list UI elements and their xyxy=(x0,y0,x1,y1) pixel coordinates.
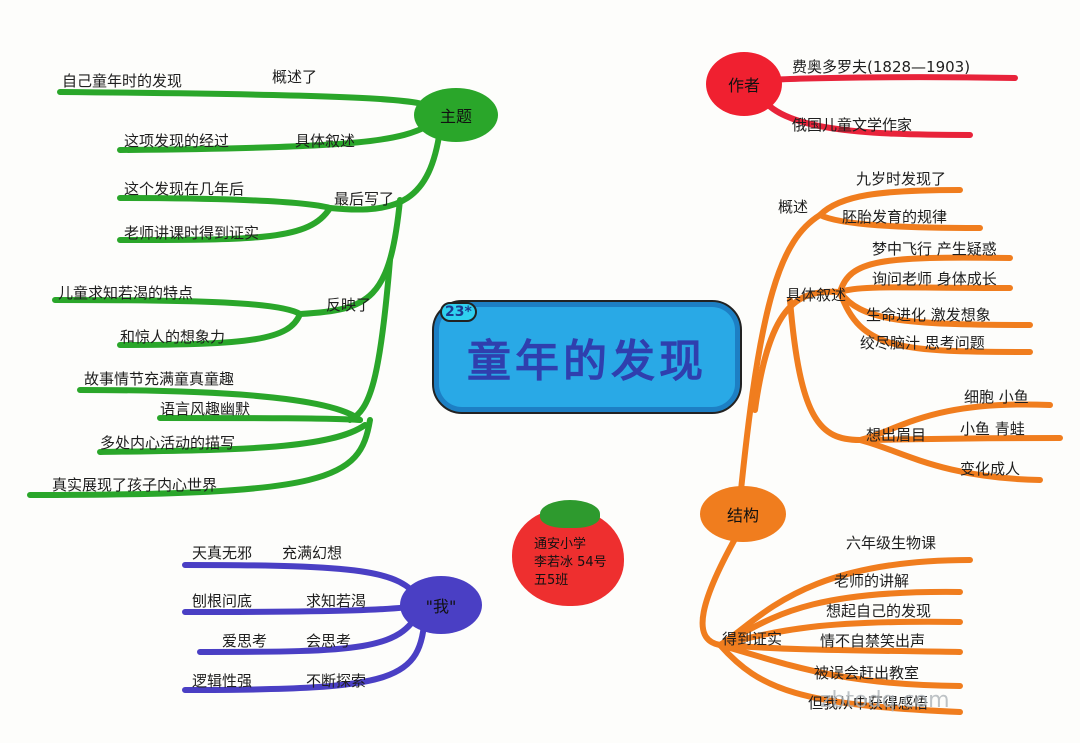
tomato-leaf-icon xyxy=(540,500,600,528)
author-card-class: 五5班 xyxy=(534,573,569,588)
structure-proof-item: 想起自己的发现 xyxy=(826,602,932,620)
central-title-box: 童年的发现 xyxy=(432,300,742,414)
me-trait-left: 爱思考 xyxy=(222,632,268,650)
structure-proof-item: 情不自禁笑出声 xyxy=(820,632,926,650)
structure-proof-item: 六年级生物课 xyxy=(846,534,937,552)
theme-reflect-item: 儿童求知若渴的特点 xyxy=(58,284,194,302)
theme-reflect-label: 反映了 xyxy=(326,296,372,314)
theme-node: 主题 xyxy=(414,88,498,142)
structure-proof-item: 老师的讲解 xyxy=(834,572,910,590)
me-trait-left: 刨根问底 xyxy=(192,592,253,610)
author-card: 通安小学 李若冰 54号 五5班 xyxy=(534,536,607,590)
structure-detail-item: 生命进化 激发想象 xyxy=(866,306,991,324)
structure-node: 结构 xyxy=(700,486,786,542)
watermark: zbtodq.com xyxy=(820,688,950,713)
me-trait-left: 逻辑性强 xyxy=(192,672,253,690)
theme-row1-right: 概述了 xyxy=(272,68,318,86)
me-node-label: "我" xyxy=(425,597,457,616)
structure-detail-item: 询问老师 身体成长 xyxy=(872,270,997,288)
theme-last-item: 这个发现在几年后 xyxy=(124,180,245,198)
author-card-school: 通安小学 xyxy=(534,537,587,552)
theme-row2-right: 具体叙述 xyxy=(295,132,356,150)
structure-idea-item: 变化成人 xyxy=(960,460,1021,478)
theme-row2-left: 这项发现的经过 xyxy=(124,132,230,150)
structure-idea-item: 小鱼 青蛙 xyxy=(960,420,1025,438)
theme-feature: 语言风趣幽默 xyxy=(160,400,251,418)
me-trait-left: 天真无邪 xyxy=(192,544,253,562)
author-card-student: 李若冰 54号 xyxy=(534,555,607,570)
structure-proof-item: 但我从中获得感悟 xyxy=(808,694,929,712)
theme-reflect-item: 和惊人的想象力 xyxy=(120,328,226,346)
theme-feature: 真实展现了孩子内心世界 xyxy=(52,476,218,494)
me-trait-right: 不断探索 xyxy=(306,672,367,690)
structure-node-label: 结构 xyxy=(726,506,759,525)
structure-overview-label: 概述 xyxy=(778,198,809,216)
me-trait-right: 求知若渴 xyxy=(306,592,367,610)
theme-feature: 故事情节充满童真童趣 xyxy=(84,370,235,388)
author-node-label: 作者 xyxy=(727,76,760,95)
theme-feature: 多处内心活动的描写 xyxy=(100,434,236,452)
theme-last-label: 最后写了 xyxy=(334,190,395,208)
structure-proof-item: 被误会赶出教室 xyxy=(814,664,920,682)
structure-overview-item: 九岁时发现了 xyxy=(856,170,947,188)
central-title: 童年的发现 xyxy=(467,336,707,387)
structure-detail-item: 梦中飞行 产生疑惑 xyxy=(872,240,997,258)
theme-last-item: 老师讲课时得到证实 xyxy=(124,224,260,242)
author-node: 作者 xyxy=(706,52,782,116)
author-identity: 俄国儿童文学作家 xyxy=(792,116,913,134)
structure-proof-label: 得到证实 xyxy=(722,630,783,648)
me-trait-right: 充满幻想 xyxy=(282,544,343,562)
me-trait-right: 会思考 xyxy=(306,632,352,650)
theme-row1-left: 自己童年时的发现 xyxy=(62,72,183,90)
structure-idea-item: 细胞 小鱼 xyxy=(964,388,1029,406)
author-name: 费奥多罗夫(1828—1903) xyxy=(792,58,971,76)
theme-node-label: 主题 xyxy=(439,107,472,126)
structure-overview-item: 胚胎发育的规律 xyxy=(842,208,948,226)
me-node: "我" xyxy=(400,576,482,634)
structure-detail-item: 绞尽脑汁 思考问题 xyxy=(860,334,985,352)
structure-idea-label: 想出眉目 xyxy=(866,426,927,444)
structure-detail-label: 具体叙述 xyxy=(786,286,847,304)
lesson-number-badge: 23* xyxy=(440,302,477,322)
